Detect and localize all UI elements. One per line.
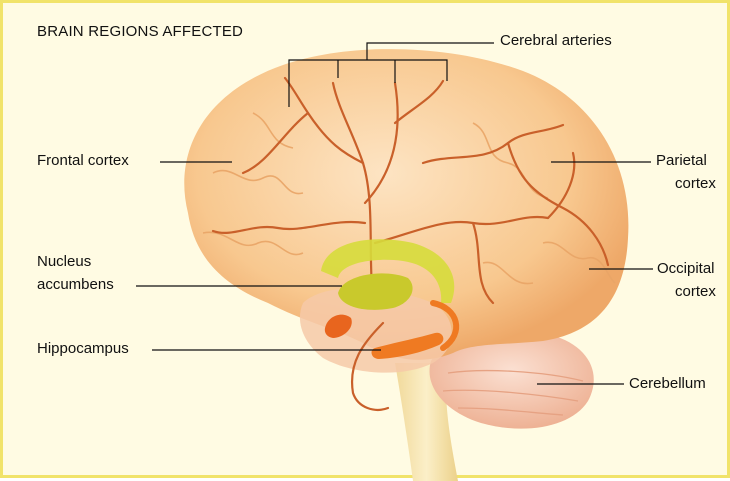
figure-title: BRAIN REGIONS AFFECTED [37,22,243,41]
label-parietal-cortex-line1: Parietal [656,151,707,170]
label-nucleus-accumbens-line1: Nucleus [37,252,91,271]
label-occipital-cortex-line2: cortex [675,282,716,301]
brain-illustration [3,3,730,481]
label-occipital-cortex-line1: Occipital [657,259,715,278]
label-cerebral-arteries: Cerebral arteries [500,31,612,50]
label-frontal-cortex: Frontal cortex [37,151,129,170]
label-cerebellum: Cerebellum [629,374,706,393]
label-nucleus-accumbens-line2: accumbens [37,275,114,294]
label-hippocampus: Hippocampus [37,339,129,358]
label-parietal-cortex-line2: cortex [675,174,716,193]
